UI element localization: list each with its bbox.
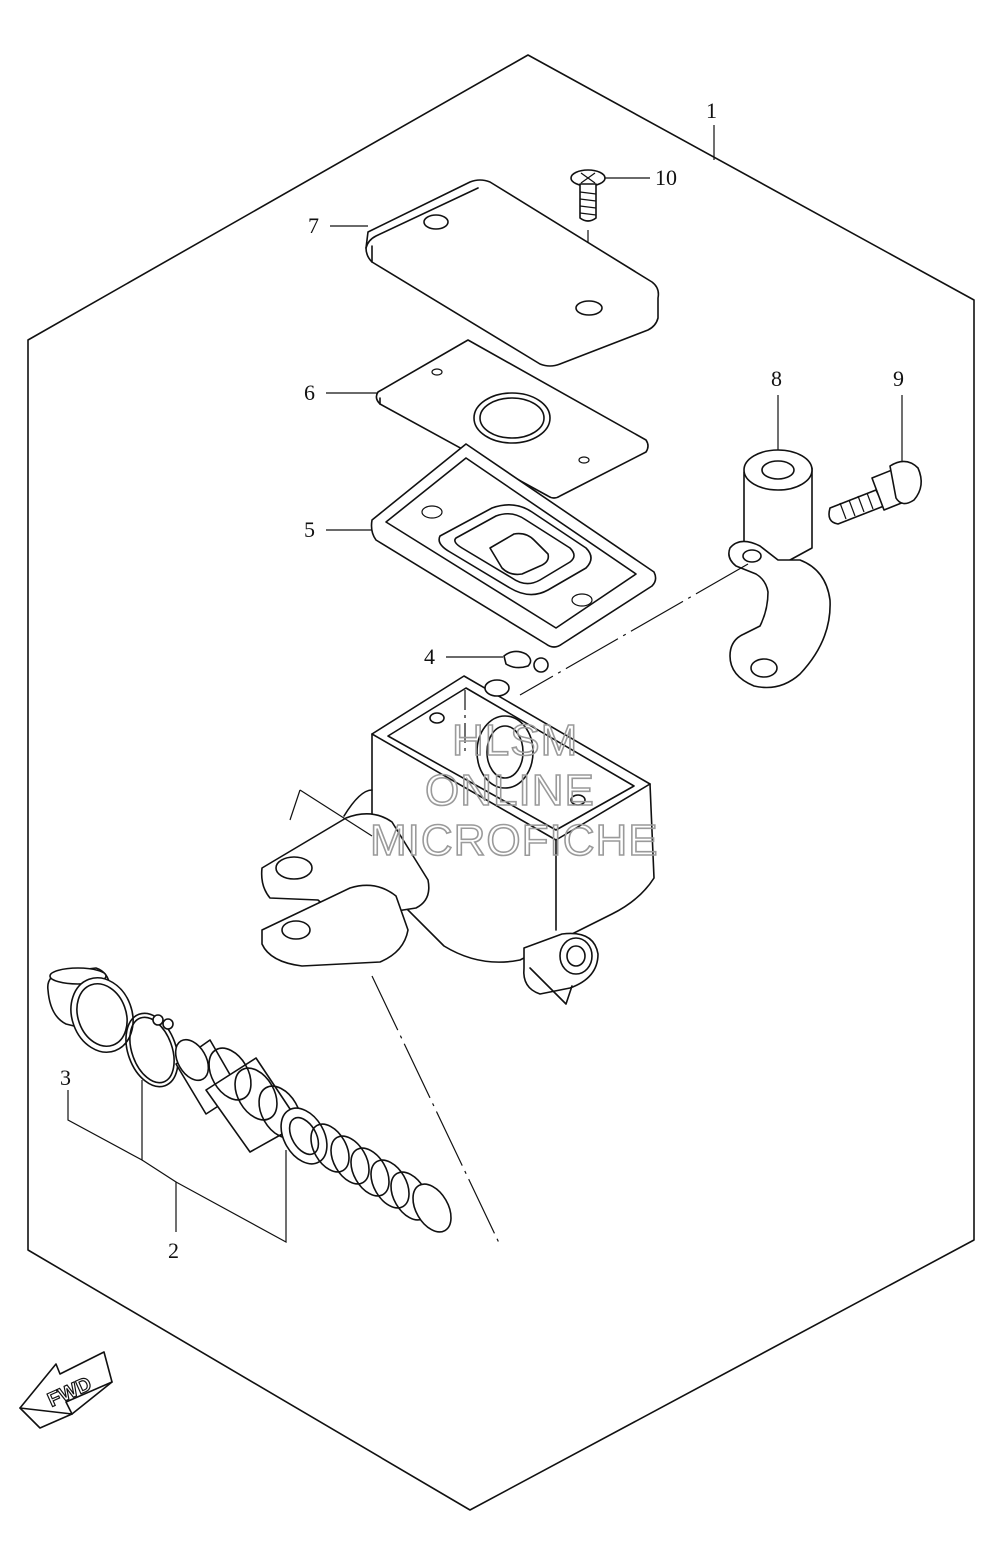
callout-label-4: 4	[424, 644, 435, 669]
callout-label-7: 7	[308, 213, 319, 238]
callout-2-leaders: 2	[67, 1080, 287, 1263]
diaphragm-plate-part-6: 6	[304, 339, 649, 499]
callout-label-8: 8	[771, 366, 782, 391]
watermark: HLSM ONLINE MICROFICHE	[369, 715, 659, 866]
callout-label-2: 2	[168, 1238, 179, 1263]
callout-label-9: 9	[893, 366, 904, 391]
dust-boot-part-3: 3	[46, 967, 134, 1090]
circlip	[125, 1012, 179, 1088]
reservoir-cap-part-7: 7	[308, 179, 660, 367]
spring	[310, 1123, 452, 1233]
watermark-line-1: HLSM	[452, 716, 578, 765]
master-cylinder-body	[260, 675, 655, 1005]
callout-label-6: 6	[304, 380, 315, 405]
bolt-part-9: 9	[828, 366, 922, 525]
piston	[174, 1038, 328, 1165]
assembly-outline	[27, 54, 975, 1511]
callout-label-5: 5	[304, 517, 315, 542]
clamp-part-8: 8	[728, 366, 831, 689]
watermark-line-3: MICROFICHE	[370, 816, 659, 865]
watermark-line-2: ONLINE	[425, 766, 595, 815]
screw-part-10: 10	[570, 165, 677, 222]
clip-part-4: 4	[424, 644, 549, 673]
callout-label-10: 10	[655, 165, 677, 190]
callout-1: 1	[706, 98, 717, 160]
diaphragm-part-5: 5	[304, 443, 657, 648]
callout-label-1: 1	[706, 98, 717, 123]
callout-label-3: 3	[60, 1065, 71, 1090]
fwd-arrow-icon: FWD	[19, 1351, 113, 1429]
